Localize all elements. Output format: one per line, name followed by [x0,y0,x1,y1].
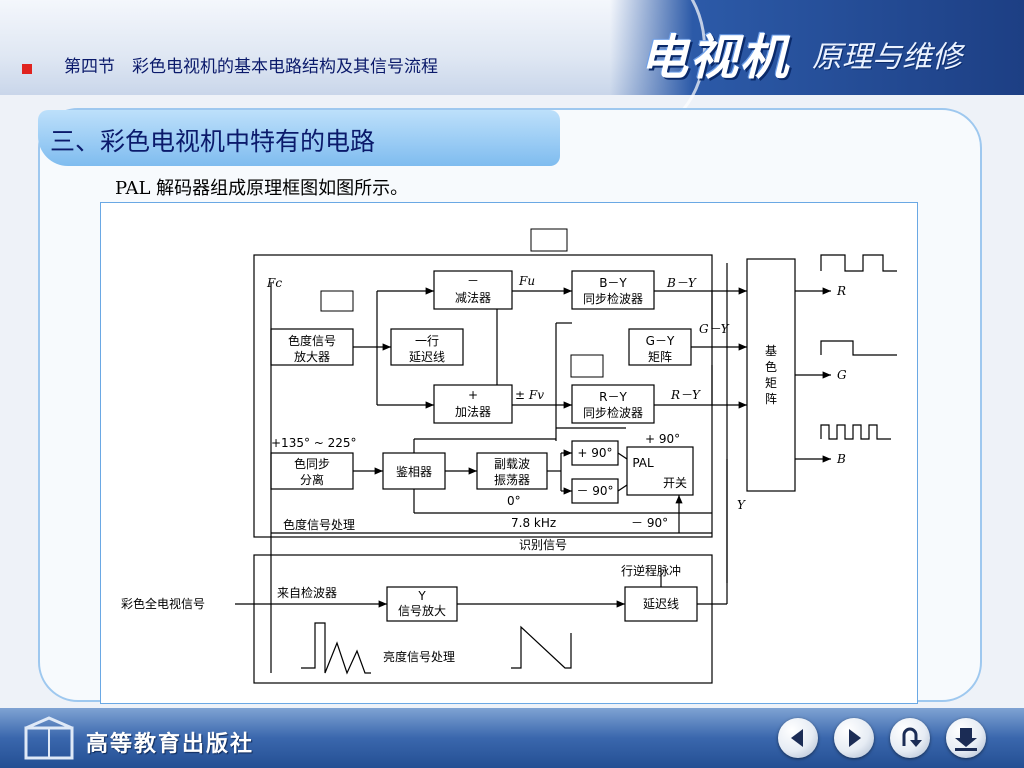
block-pal-switch [626,446,694,496]
label-fc: Fc [266,276,282,290]
label-b: B [836,452,846,466]
label-y: Y [737,498,746,512]
label-minus90-out: － 90° [631,516,668,530]
label-chroma-amp: 色度信号放大器 [288,333,336,364]
label-composite: 彩色全电视信号 [121,596,205,611]
label-subtractor-sign: － [467,274,479,288]
arrow-left-icon [791,729,803,747]
label-freq: 7.8 kHz [511,516,556,530]
label-y-delay: 延迟线 [643,597,679,611]
subheading: 三、彩色电视机中特有的电路 [50,127,376,156]
label-burst-sep: 色同步分离 [294,457,330,487]
label-adder: 加法器 [455,405,491,419]
label-luma-proc: 亮度信号处理 [383,649,455,664]
label-ident: 识别信号 [519,538,567,552]
publisher-name: 高等教育出版社 [86,731,255,757]
caption: PAL 解码器组成原理框图如图所示。 [115,178,409,199]
block-subtractor [433,270,513,310]
label-ry: R－Y [670,388,701,402]
block-adder [433,384,513,424]
header-banner [0,0,1024,136]
next-button[interactable] [834,718,874,758]
home-button[interactable] [946,718,986,758]
block-base-matrix [746,258,796,492]
label-subtractor: 减法器 [455,291,491,305]
label-plus90: + 90° [577,446,612,460]
brand-sub: 原理与维修 [812,40,962,75]
label-base-matrix: 基色矩阵 [765,344,777,406]
subheading-bar [38,110,560,166]
label-gy: G－Y [699,322,730,336]
home-down-icon [955,728,977,751]
brand-logo: 电视机 原理与维修 [640,18,1010,86]
return-arrow-icon [902,727,922,747]
label-pal-switch-b: 开关 [663,476,687,490]
label-fu: Fu [518,274,535,288]
luma-section-frame [253,554,713,684]
brand-main: 电视机 [640,30,791,86]
label-g: G [837,368,847,382]
label-fv: ± Fv [515,388,544,402]
block-by-detector [571,270,655,310]
label-chroma-proc: 色度信号处理 [283,517,355,532]
label-plus90-out: + 90° [645,432,680,446]
label-flyback: 行逆程脉冲 [621,563,681,578]
prev-button[interactable] [778,718,818,758]
label-zero: 0° [507,494,521,508]
label-by: B－Y [666,276,697,290]
label-adder-sign: + [468,388,478,402]
label-phase: +135° ~ 225° [271,436,357,450]
arrow-right-icon [849,729,861,747]
return-button[interactable] [890,718,930,758]
block-ry-detector [571,384,655,424]
label-phase-det: 鉴相器 [396,465,432,479]
label-minus90: － 90° [576,484,613,498]
label-pal-switch-a: PAL [632,456,654,470]
label-from-detector: 来自检波器 [277,585,337,600]
publisher-logo-icon [24,716,74,760]
label-r: R [836,284,846,298]
label-delay-line: 一行延迟线 [409,334,445,364]
section-title: 第四节 彩色电视机的基本电路结构及其信号流程 [64,57,438,77]
section-bullet-icon [22,64,32,74]
label-subcarrier-osc: 副载波振荡器 [494,457,530,487]
